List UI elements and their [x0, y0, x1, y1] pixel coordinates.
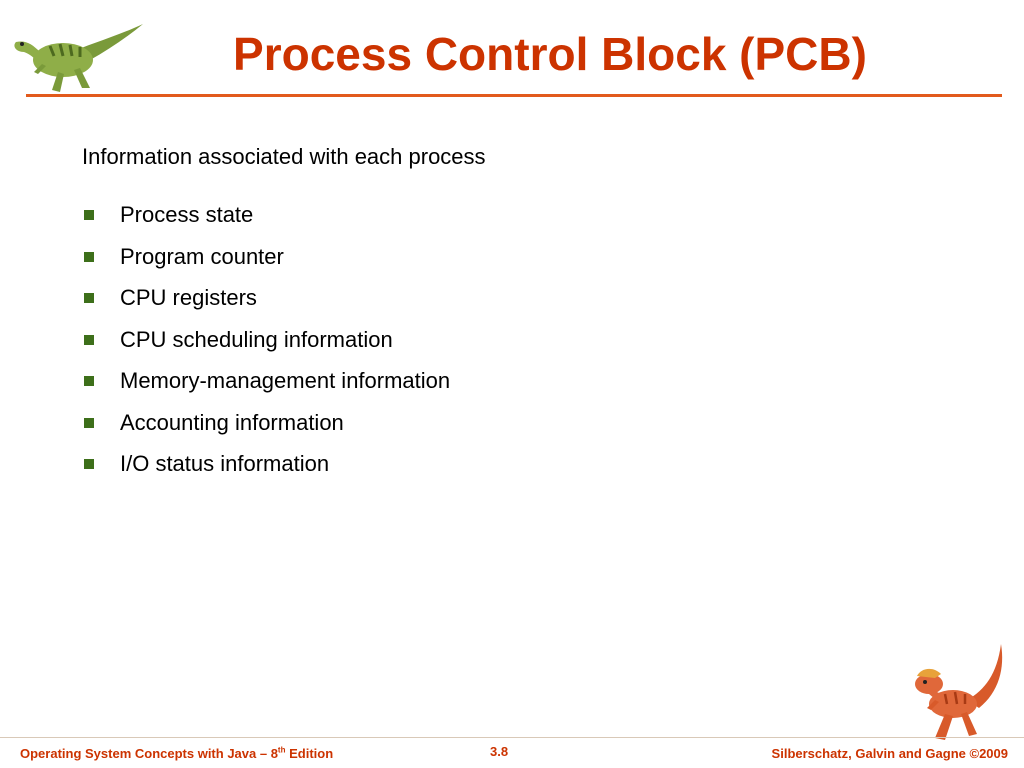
list-item: CPU scheduling information	[84, 326, 450, 368]
list-item: Process state	[84, 201, 450, 243]
list-item-text: Program counter	[120, 243, 284, 269]
square-bullet-icon	[84, 334, 94, 345]
list-item: Program counter	[84, 243, 450, 285]
footer-divider	[0, 737, 1024, 738]
green-dinosaur-icon	[14, 24, 143, 92]
bullet-list: Process state Program counter CPU regist…	[84, 201, 450, 492]
list-item-text: Process state	[120, 202, 254, 227]
title-divider	[26, 94, 1002, 97]
list-item-text: I/O status information	[120, 451, 330, 476]
orange-dinosaur-icon	[915, 644, 1003, 740]
square-bullet-icon	[84, 293, 94, 303]
page-title: Process Control Block (PCB)	[233, 28, 867, 80]
square-bullet-icon	[84, 376, 94, 386]
square-bullet-icon	[84, 459, 94, 469]
footer-page-number: 3.8	[490, 744, 509, 759]
footer-authors: Silberschatz, Galvin and Gagne ©2009	[771, 746, 1008, 761]
list-item-text: CPU registers	[120, 285, 257, 310]
footer-book-title: Operating System Concepts with Java – 8t…	[20, 745, 334, 761]
list-item-text: CPU scheduling information	[120, 326, 393, 352]
square-bullet-icon	[84, 251, 94, 262]
list-item-text: Accounting information	[120, 409, 344, 435]
square-bullet-icon	[84, 417, 94, 428]
list-item: I/O status information	[84, 450, 450, 492]
square-bullet-icon	[84, 210, 94, 220]
list-item: CPU registers	[84, 284, 450, 326]
intro-text: Information associated with each process	[82, 144, 486, 169]
list-item: Accounting information	[84, 409, 450, 451]
list-item-text: Memory-management information	[120, 368, 451, 393]
list-item: Memory-management information	[84, 367, 450, 409]
